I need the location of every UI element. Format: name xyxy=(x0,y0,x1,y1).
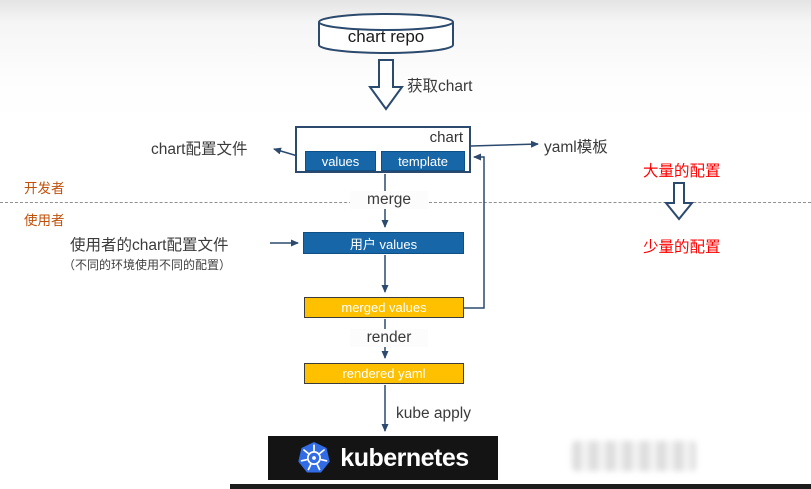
chart-to-yaml-template-arrow xyxy=(470,140,539,148)
rendered-yaml-box: rendered yaml xyxy=(304,363,464,384)
little-config-label: 少量的配置 xyxy=(643,239,721,256)
user-label: 使用者 xyxy=(24,213,65,228)
kubernetes-wordmark: kubernetes xyxy=(340,443,469,472)
developer-label: 开发者 xyxy=(24,181,65,196)
merged-values-to-template-connector xyxy=(464,153,485,309)
render-label: render xyxy=(350,329,428,347)
config-reduction-arrow xyxy=(663,182,695,221)
kube-apply-label: kube apply xyxy=(396,405,471,422)
chart-config-label: chart配置文件 xyxy=(151,141,248,158)
merged-values-box: merged values xyxy=(304,297,464,318)
yaml-template-label: yaml模板 xyxy=(544,139,608,156)
chart-box: chart values template xyxy=(295,126,471,173)
kubernetes-logo-icon xyxy=(298,441,330,473)
get-chart-label: 获取chart xyxy=(407,78,473,95)
lots-of-config-label: 大量的配置 xyxy=(643,163,721,180)
chart-box-title: chart xyxy=(429,129,463,146)
get-chart-arrow xyxy=(368,59,404,111)
template-box: template xyxy=(381,151,465,171)
user-values-box: 用户 values xyxy=(303,232,464,254)
user-chart-config-label: 使用者的chart配置文件 xyxy=(70,237,229,254)
values-box: values xyxy=(305,151,376,171)
kubernetes-banner: kubernetes xyxy=(268,436,498,480)
bottom-bar xyxy=(230,484,811,489)
user-chart-config-note: （不同的环境使用不同的配置） xyxy=(63,258,232,272)
merge-label: merge xyxy=(350,191,428,209)
watermark-blur xyxy=(572,441,696,471)
chart-repo-label: chart repo xyxy=(347,27,425,46)
